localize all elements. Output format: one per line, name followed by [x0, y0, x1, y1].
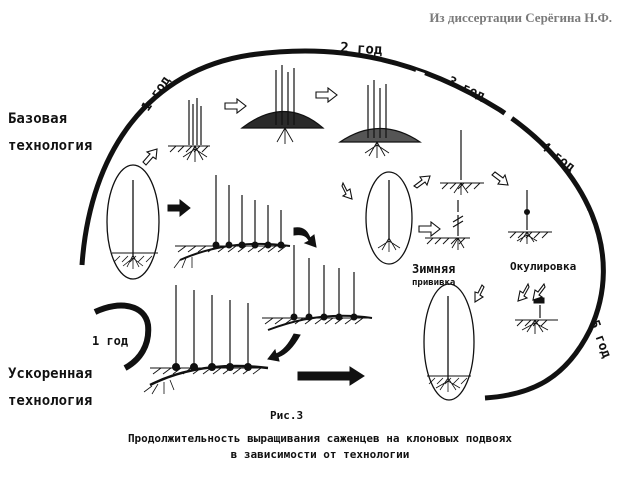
base-tech-label-1: Базовая [8, 111, 67, 127]
year1-top-label: 1 год [139, 73, 174, 114]
oval-rootstock [365, 171, 413, 265]
caption-line-1: Продолжительность выращивания саженцев н… [127, 432, 513, 445]
figure-number: Рис.3 [270, 409, 304, 422]
flow-arrows [142, 86, 546, 303]
graft-marks [452, 209, 545, 304]
arc-gaps [382, 63, 591, 222]
winter-graft-label-1: Зимняя [412, 262, 455, 276]
oval-stool-bed [106, 164, 160, 280]
year5-label: 5 год [586, 318, 614, 360]
year4-label: 4 год [538, 139, 578, 175]
year2-label: 2 год [340, 40, 383, 58]
year1-bottom-label: 1 год [92, 334, 128, 348]
year3-label: 3 год [445, 74, 487, 104]
ground-strips [150, 145, 558, 375]
shoots [175, 65, 541, 366]
mother-plant-mounds [240, 110, 422, 143]
roots [182, 127, 549, 334]
budding-label: Окулировка [510, 260, 576, 273]
caption-line-2: в зависимости от технологии [230, 448, 410, 461]
oval-finished-sapling [423, 283, 475, 401]
fast-tech-label-1: Ускоренная [8, 366, 92, 382]
fast-year-arc [93, 302, 152, 371]
fast-tech-label-2: технология [8, 393, 92, 409]
layer-rows [143, 241, 373, 395]
base-cycle-arc [79, 48, 606, 401]
base-tech-label-2: технология [8, 138, 92, 154]
solid-arrows [167, 198, 365, 386]
winter-graft-label-2: прививка [412, 278, 455, 288]
source-note: Из диссертации Серёгина Н.Ф. [429, 10, 612, 25]
